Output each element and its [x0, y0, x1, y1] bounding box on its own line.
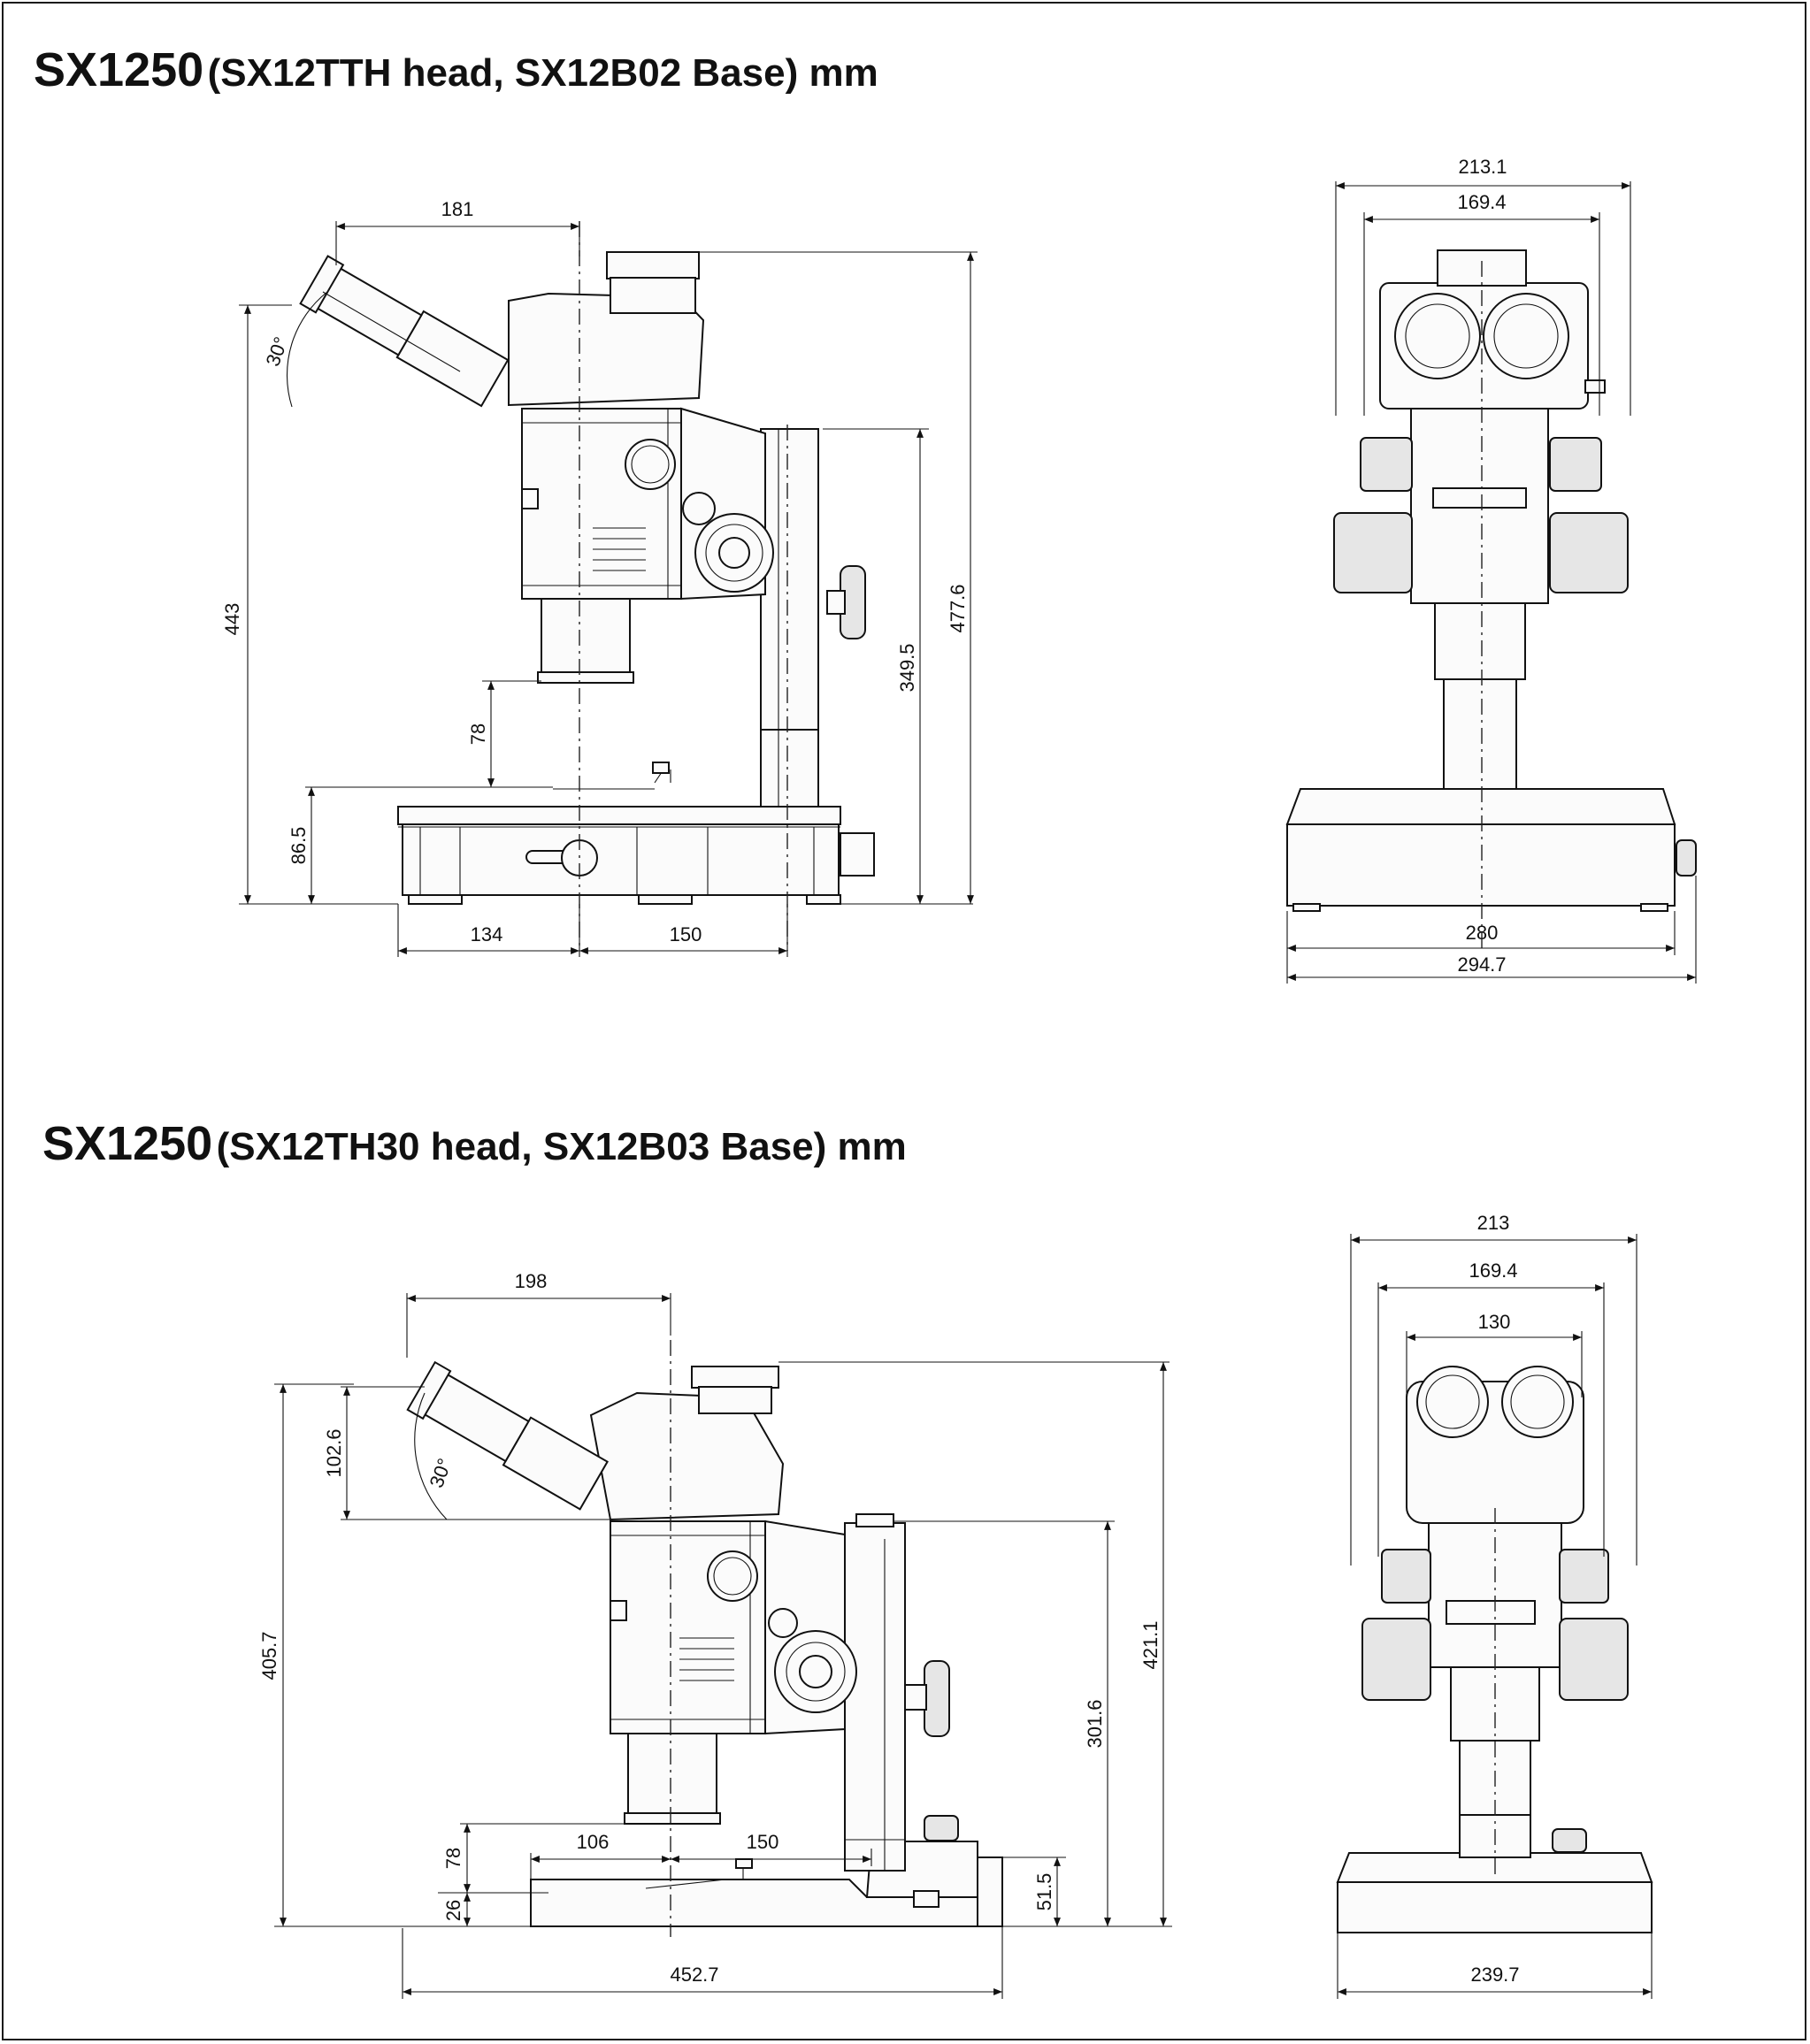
dim-78: 78 — [467, 723, 489, 745]
dim-30-degree-2: 30° — [426, 1456, 456, 1491]
front-view-2: 213 169.4 130 239.7 — [1336, 1212, 1653, 1999]
dim-213-1: 213.1 — [1458, 156, 1507, 178]
side-view-1: 181 30° 443 78 86.5 134 150 349.5 477.6 — [221, 198, 978, 957]
dim-86-5: 86.5 — [288, 827, 310, 865]
dim-106: 106 — [577, 1831, 610, 1853]
side-view-1-dimensions: 181 30° 443 78 86.5 134 150 349.5 477.6 — [221, 198, 978, 957]
dim-26: 26 — [442, 1900, 464, 1921]
dim-405-7: 405.7 — [258, 1631, 280, 1680]
dim-349-5: 349.5 — [896, 643, 918, 692]
diagram-title-1: SX1250 (SX12TTH head, SX12B02 Base) mm — [34, 42, 878, 97]
dim-134: 134 — [471, 923, 503, 945]
dim-452-7: 452.7 — [670, 1964, 718, 1986]
dim-213: 213 — [1477, 1212, 1510, 1234]
dim-169-4: 169.4 — [1457, 191, 1506, 213]
configuration-label: (SX12TTH head, SX12B02 Base) mm — [207, 51, 878, 95]
dim-443: 443 — [221, 603, 243, 636]
dim-421-1: 421.1 — [1139, 1620, 1162, 1669]
dim-51-5: 51.5 — [1033, 1873, 1055, 1911]
diagram-title-2: SX1250 (SX12TH30 head, SX12B03 Base) mm — [42, 1116, 907, 1171]
dim-294-7: 294.7 — [1457, 953, 1506, 976]
model-name: SX1250 — [34, 43, 204, 96]
front-view-2-dimensions: 213 169.4 130 239.7 — [1337, 1212, 1653, 1999]
dim-301-6: 301.6 — [1084, 1699, 1106, 1748]
dim-169-4-2: 169.4 — [1469, 1259, 1517, 1282]
dim-477-6: 477.6 — [947, 584, 969, 632]
side-view-2: 198 102.6 30° 405.7 78 26 106 150 452.7 … — [258, 1270, 1172, 1999]
dim-181: 181 — [441, 198, 474, 220]
front-view-1-dimensions: 213.1 169.4 280 294.7 — [1286, 156, 1697, 984]
front-view-1: 213.1 169.4 280 294.7 — [1285, 156, 1697, 984]
dim-150-2: 150 — [747, 1831, 779, 1853]
dim-198: 198 — [515, 1270, 548, 1292]
dim-280: 280 — [1466, 922, 1499, 944]
dim-130: 130 — [1478, 1311, 1511, 1333]
dim-239-7: 239.7 — [1470, 1964, 1519, 1986]
configuration-label: (SX12TH30 head, SX12B03 Base) mm — [216, 1125, 907, 1168]
model-name: SX1250 — [42, 1117, 213, 1170]
dim-150: 150 — [670, 923, 702, 945]
dim-78-2: 78 — [442, 1848, 464, 1869]
side-view-2-dimensions: 198 102.6 30° 405.7 78 26 106 150 452.7 … — [258, 1270, 1172, 1999]
dim-102-6: 102.6 — [323, 1428, 345, 1477]
